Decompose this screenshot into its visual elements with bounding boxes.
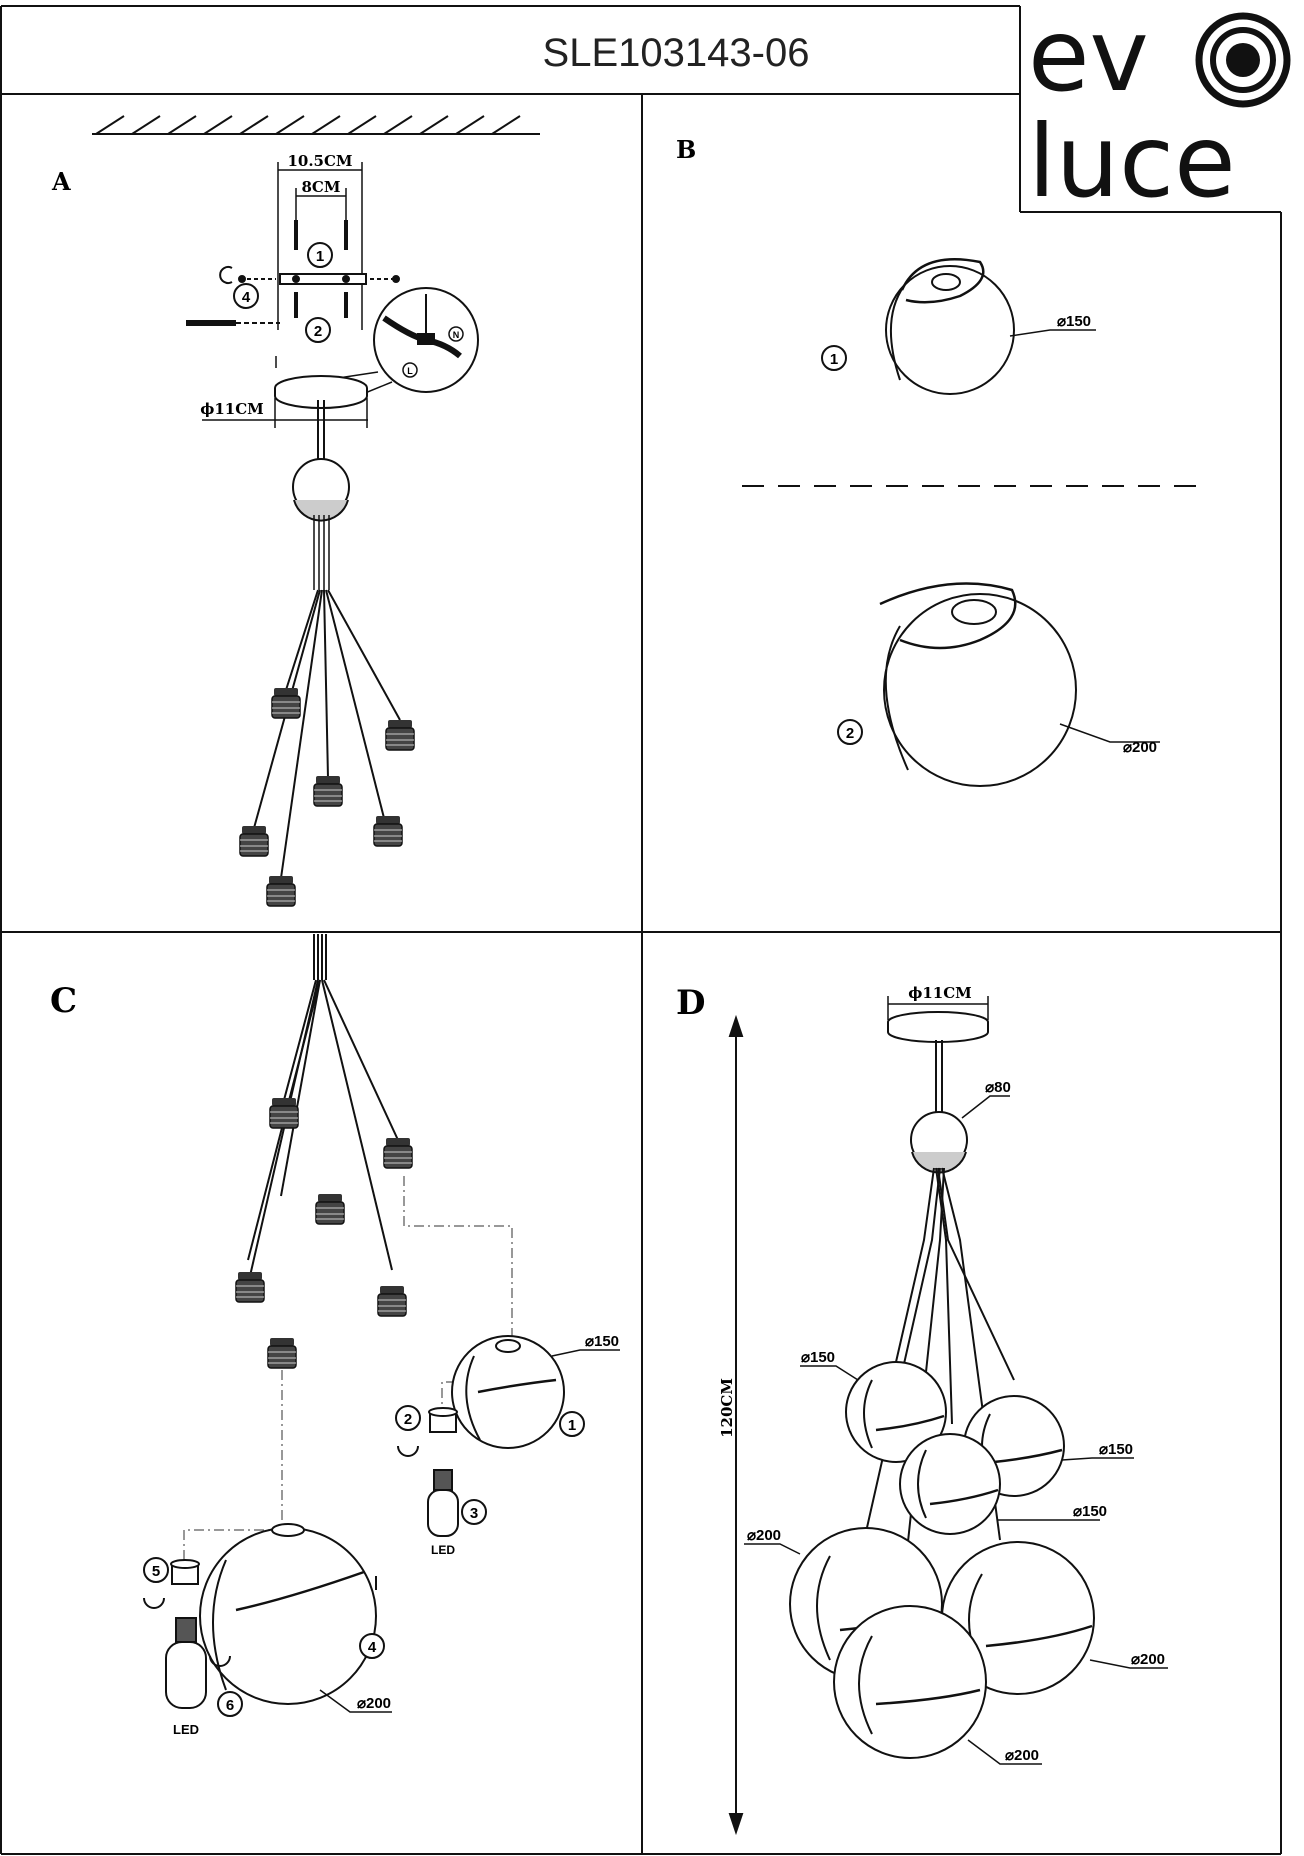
panel-c-step-5: 5: [152, 1563, 160, 1580]
panel-d-dia-150-right: ⌀150: [1099, 1441, 1133, 1458]
logo-line-1: ev: [1028, 0, 1149, 114]
panel-c-step-3: 3: [470, 1505, 478, 1522]
panel-d-dia-150-center: ⌀150: [1073, 1503, 1107, 1520]
evoluce-logo: ev luce: [1028, 0, 1291, 220]
panel-d-ball-diameter: ⌀80: [985, 1079, 1011, 1096]
shade-150: [885, 258, 1096, 395]
height-dimension: [728, 1014, 744, 1836]
panel-c-socket-2: [235, 1271, 265, 1303]
panel-d-dia-200-left: ⌀200: [747, 1527, 781, 1544]
ceiling-hatch: [92, 115, 540, 135]
wiring-detail: [311, 287, 479, 401]
socket-2: [239, 825, 269, 857]
panel-c-socket-3: [315, 1193, 345, 1225]
panel-c-socket-1: [269, 1097, 299, 1129]
rotate-icon-small: [397, 1445, 419, 1457]
small-ring: [428, 1407, 458, 1433]
panel-c-step-1: 1: [568, 1417, 576, 1434]
mounting-bracket: [186, 220, 400, 326]
panel-d-dia-200-front: ⌀200: [1005, 1747, 1039, 1764]
step-4-number: 4: [242, 289, 251, 306]
socket-3: [266, 875, 296, 907]
shade-200: [879, 582, 1160, 787]
panel-c-socket-5: [383, 1137, 413, 1169]
socket-4: [313, 775, 343, 807]
panel-c-small-diameter: ⌀150: [585, 1333, 619, 1350]
shade-2-diameter: ⌀200: [1123, 739, 1157, 756]
panel-c-socket-4: [377, 1285, 407, 1317]
socket-1: [271, 687, 301, 719]
rotate-icon-bulb: [209, 1655, 231, 1667]
wire-label-n: N: [453, 330, 460, 340]
shade-1-diameter: ⌀150: [1057, 313, 1091, 330]
dim-bracket-inner: 8CM: [302, 178, 341, 196]
height-label: 120CM: [718, 1378, 736, 1438]
panel-c-shade-150: [451, 1335, 620, 1449]
socket-5: [373, 815, 403, 847]
panel-d-leaders: [744, 1365, 1168, 1765]
logo-line-2: luce: [1028, 103, 1236, 220]
led-label-large: LED: [173, 1722, 199, 1737]
shade-d-200-front: [833, 1605, 987, 1759]
panel-c-step-2: 2: [404, 1411, 412, 1428]
panel-a: A 10.5CM 8CM: [51, 115, 540, 907]
panel-d-canopy: [887, 996, 1010, 1174]
panel-c-step-4: 4: [368, 1639, 377, 1656]
panel-c-step-6: 6: [226, 1697, 234, 1714]
panel-b: B 1 ⌀150 2 ⌀200: [676, 135, 1200, 787]
panel-c-large-diameter: ⌀200: [357, 1695, 391, 1712]
dim-bracket-outer: 10.5CM: [287, 152, 352, 170]
rotate-icon-large: [143, 1597, 165, 1609]
dim-canopy-diameter: ϕ11CM: [200, 400, 264, 418]
panel-b-label: B: [676, 135, 696, 164]
step-1-number: 1: [316, 248, 324, 265]
canopy: [202, 356, 368, 428]
large-ring: [170, 1559, 200, 1585]
step-2-number: 2: [314, 323, 322, 340]
panel-a-label: A: [51, 167, 71, 196]
frame: [0, 5, 1282, 1855]
shade-d-150-top: [845, 1361, 947, 1463]
shade-d-150-center: [899, 1433, 1001, 1535]
shade-2-number: 2: [846, 725, 854, 742]
panel-d-shades: [789, 1361, 1095, 1759]
led-bulb-large: [165, 1617, 207, 1709]
panel-d: D 120CM ϕ11CM ⌀80: [676, 983, 1168, 1836]
socket-6: [385, 719, 415, 751]
panel-d-canopy-diameter: ϕ11CM: [908, 984, 972, 1002]
shade-1-number: 1: [830, 351, 838, 368]
wire-label-l: L: [407, 366, 413, 376]
page-title: SLE103143-06: [543, 31, 810, 75]
panel-c-shade-200: [199, 1523, 392, 1713]
panel-c: C ⌀150 1: [50, 934, 620, 1737]
logo-target-icon: [1195, 12, 1291, 108]
panel-c-label: C: [50, 981, 77, 1021]
panel-d-dia-150-top: ⌀150: [801, 1349, 835, 1366]
rotate-icon: [219, 266, 233, 284]
panel-d-label: D: [676, 983, 705, 1023]
panel-c-socket-6: [267, 1337, 297, 1369]
rod-and-ball: [292, 400, 350, 590]
led-bulb-small: [427, 1469, 459, 1537]
led-label-small: LED: [431, 1543, 455, 1557]
panel-d-dia-200-right: ⌀200: [1131, 1651, 1165, 1668]
